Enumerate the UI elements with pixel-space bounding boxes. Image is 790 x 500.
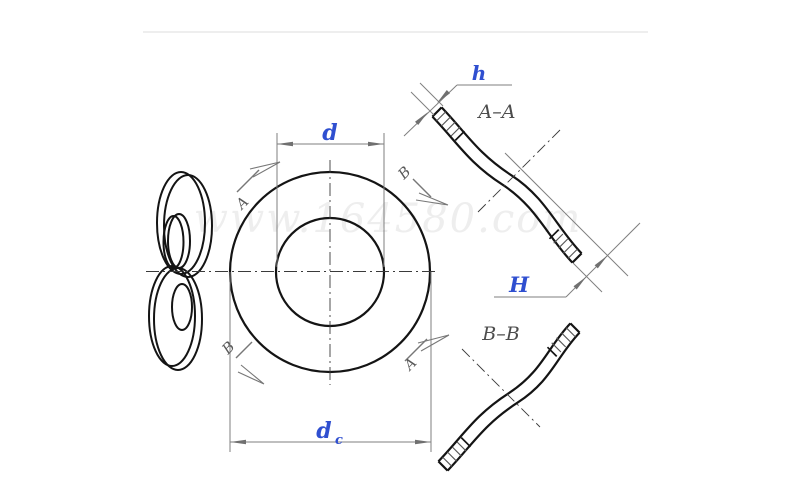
section-aa-title: A–A [477,101,516,123]
section-aa-center-line [477,129,561,213]
section-bb-center-line [461,348,541,428]
hatching-upper-end [436,111,466,142]
label-dc-main: d [316,418,331,444]
section-view-aa: A–A [431,101,583,264]
section-view-bb: B–B [437,322,581,472]
view-direction-arrow [249,161,281,178]
dimension-d: d [276,120,385,267]
label-d: d [322,120,337,146]
label-h: h [472,61,487,85]
dimension-h: h [403,61,512,137]
cut-letter-a: A [400,355,420,375]
hatching-lower-end [548,228,578,259]
cut-letter-b: B [219,339,239,359]
side-view-wave-washer [148,171,213,371]
label-dc-sub: c [335,433,343,448]
dimension-dc: d c [229,272,432,452]
view-direction-arrow [237,364,265,385]
hatching-lower-end [442,436,472,467]
plan-view [146,160,438,385]
dimension-H: H [494,152,641,298]
cut-mark-a-bottom-right: A [400,334,450,375]
view-direction-arrow [415,192,449,206]
cut-mark-b-bottom-left: B [219,339,265,385]
label-H: H [508,272,530,297]
cut-letter-b: B [395,164,415,184]
view-direction-arrow [417,334,450,352]
section-bb-title: B–B [481,323,519,345]
hatching-upper-end [546,327,576,358]
